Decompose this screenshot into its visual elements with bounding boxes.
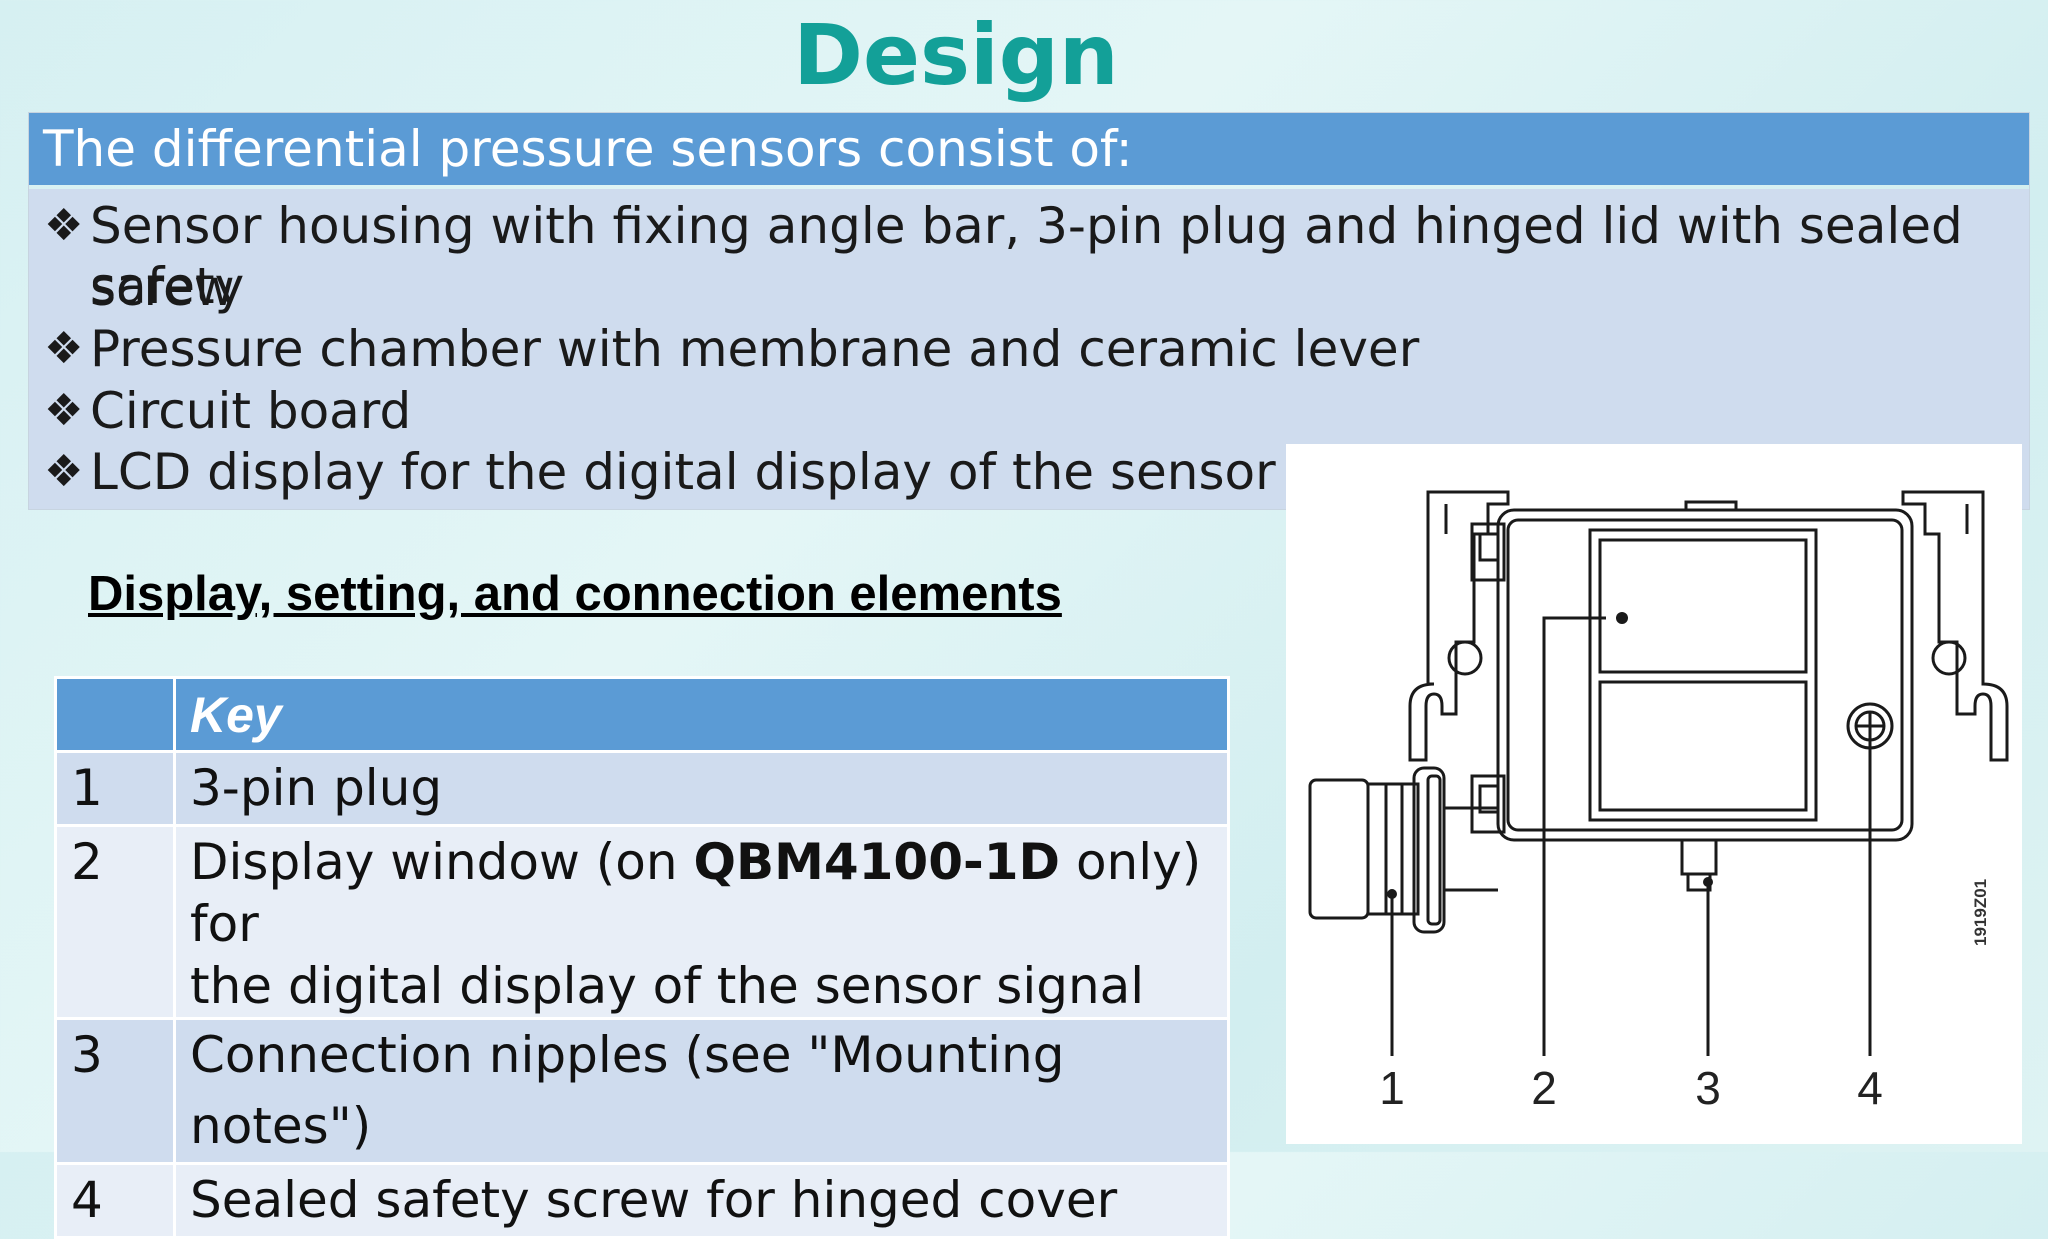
bullet-mark-icon: ❖ xyxy=(44,323,84,374)
row-description: Sealed safety screw for hinged cover xyxy=(173,1162,1230,1239)
model-name: QBM4100-1D xyxy=(693,833,1061,891)
sensor-drawing: 1 2 3 4 1919Z01 xyxy=(1308,490,2009,1114)
table-header-key: Key xyxy=(173,676,1230,753)
table-row: 1 3-pin plug xyxy=(54,750,1230,827)
row-number: 3 xyxy=(54,1017,176,1165)
key-table: Key 1 3-pin plug 2 Display window (on QB… xyxy=(54,676,1230,1239)
slide-title: Design xyxy=(793,6,1119,104)
row-number: 4 xyxy=(54,1162,176,1239)
bullet-item: ❖ Sensor housing with fixing angle bar, … xyxy=(44,197,1963,315)
row-number: 2 xyxy=(54,824,176,1020)
callout-label: 4 xyxy=(1857,1062,1883,1114)
bullet-item: ❖ Pressure chamber with membrane and cer… xyxy=(44,320,1420,378)
drawing-code: 1919Z01 xyxy=(1971,879,1990,946)
row-description: 3-pin plug xyxy=(173,750,1230,827)
callout-label: 3 xyxy=(1695,1062,1721,1114)
bullet-item: ❖ LCD display for the digital display of… xyxy=(44,443,1395,501)
row-number: 1 xyxy=(54,750,176,827)
row-description: Connection nipples (see "Mounting notes"… xyxy=(173,1017,1230,1165)
table-row: 2 Display window (on QBM4100-1D only) fo… xyxy=(54,824,1230,1020)
table-header-row: Key xyxy=(54,676,1230,753)
callout-label: 2 xyxy=(1531,1062,1557,1114)
bullet-item: ❖ Circuit board xyxy=(44,382,412,440)
intro-heading: The differential pressure sensors consis… xyxy=(29,113,2029,185)
bullet-mark-icon: ❖ xyxy=(44,200,84,251)
bullet-mark-icon: ❖ xyxy=(44,385,84,436)
table-header-cell-num xyxy=(54,676,176,753)
table-row: 3 Connection nipples (see "Mounting note… xyxy=(54,1017,1230,1165)
bullet-item-continuation: screw xyxy=(90,259,235,317)
bullet-mark-icon: ❖ xyxy=(44,446,84,497)
sensor-diagram: 1 2 3 4 1919Z01 xyxy=(1286,444,2022,1144)
table-row: 4 Sealed safety screw for hinged cover xyxy=(54,1162,1230,1239)
section-subheading: Display, setting, and connection element… xyxy=(88,567,1062,621)
callout-label: 1 xyxy=(1379,1062,1405,1114)
